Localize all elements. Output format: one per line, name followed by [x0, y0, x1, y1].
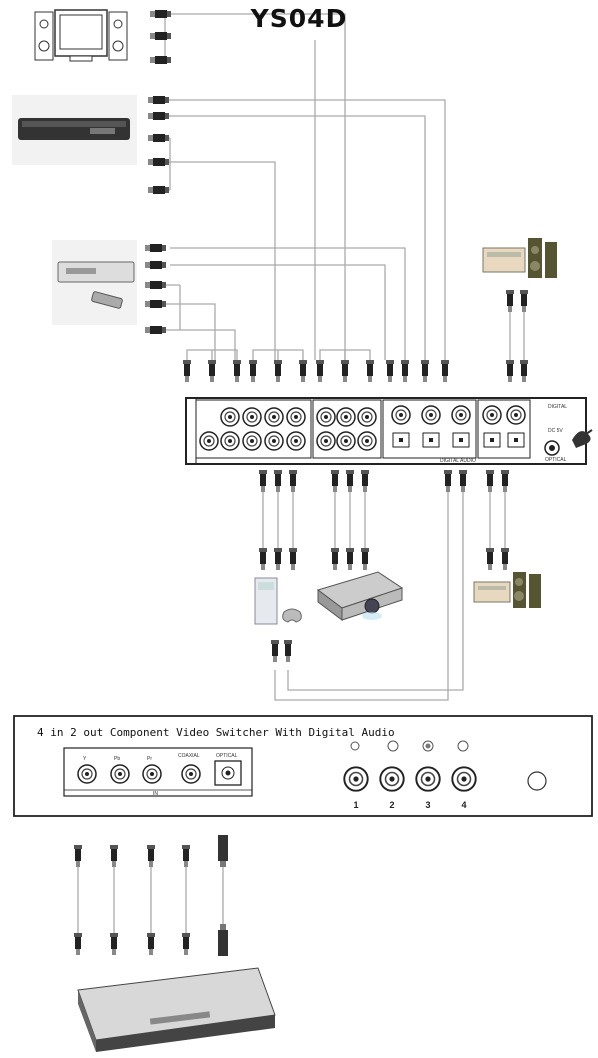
rear-label-optical: OPTICAL [545, 457, 567, 463]
set-top-box-icon [77, 967, 276, 1052]
game-console-icon [254, 577, 302, 625]
rear-label-dc5v: DC 5V [548, 428, 563, 434]
panel-output-plugs [259, 470, 509, 662]
diagram-title: YS04D [250, 4, 348, 33]
dvd-player-icon [52, 240, 137, 325]
panel-input-plugs [183, 360, 528, 382]
projector-icon [316, 571, 404, 621]
front-panel [13, 715, 593, 817]
rear-label-digital: DIGITAL [548, 404, 568, 410]
label-in: IN [153, 791, 158, 797]
rear-panel [185, 397, 587, 465]
rear-label-digital-audio: DIGITAL AUDIO [440, 458, 476, 464]
input-number-2: 2 [389, 800, 395, 810]
label-coaxial: COAXIAL [178, 753, 200, 759]
dvd-recorder-icon [12, 95, 137, 165]
tv-icon [34, 9, 128, 62]
label-pb: Pb [114, 756, 121, 762]
input-number-4: 4 [461, 800, 467, 810]
label-optical: OPTICAL [216, 753, 238, 759]
label-y: Y [83, 756, 87, 762]
amplifier-speakers-icon [482, 238, 557, 278]
power-adapter-icon [572, 429, 593, 448]
label-pr: Pr [147, 756, 152, 762]
front-panel-title: 4 in 2 out Component Video Switcher With… [37, 726, 395, 739]
input-number-3: 3 [425, 800, 431, 810]
input-number-1: 1 [353, 800, 359, 810]
bottom-cables [74, 835, 228, 956]
amplifier-speakers-icon-2 [473, 572, 541, 608]
